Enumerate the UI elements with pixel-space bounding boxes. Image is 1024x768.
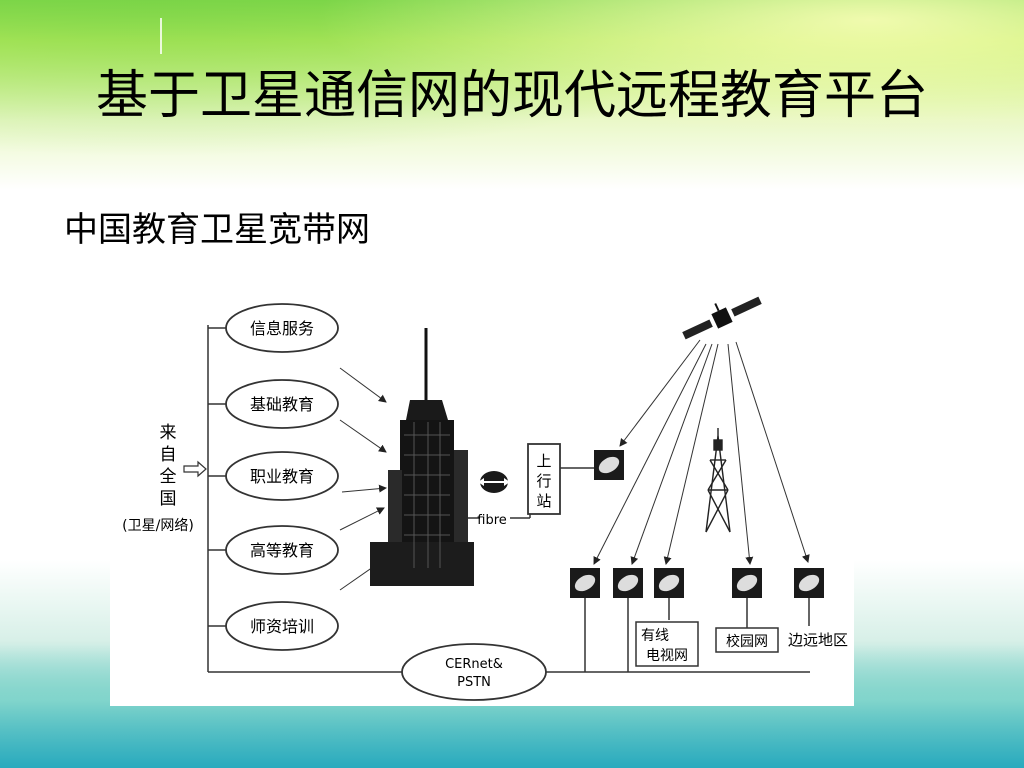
receive-dish-icon	[570, 568, 600, 598]
svg-text:来: 来	[160, 423, 177, 443]
decorative-line	[160, 18, 162, 54]
satellite-icon	[682, 296, 762, 340]
dish-drop-lines	[584, 598, 810, 672]
service-label: 高等教育	[250, 541, 314, 560]
receive-dish-icon	[613, 568, 643, 598]
uplink-station-box	[527, 443, 561, 515]
service-label: 基础教育	[250, 395, 314, 414]
remote-area-label: 边远地区	[788, 631, 848, 649]
svg-text:站: 站	[536, 492, 551, 510]
service-ellipse	[225, 451, 339, 501]
slide-subtitle: 中国教育卫星宽带网	[64, 210, 370, 250]
receive-dish-icon	[794, 568, 824, 598]
campus-network-box	[715, 627, 779, 653]
diagram-svg: 信息服务 基础教育 职业教育 高等教育 师资培训 来 自 全 国 (卫星/网络)	[122, 296, 848, 701]
satellite-beams	[593, 339, 810, 565]
receive-dish-icon	[654, 568, 684, 598]
uplink-dish-icon	[594, 450, 624, 480]
svg-text:国: 国	[160, 489, 177, 509]
receive-dish-icon	[732, 568, 762, 598]
antenna-tower-icon	[705, 428, 731, 533]
link-icon	[478, 471, 510, 493]
cernet-pstn-ellipse	[401, 643, 547, 701]
svg-text:自: 自	[160, 445, 177, 465]
source-label: 来 自 全 国 (卫星/网络)	[122, 423, 194, 534]
svg-text:CERnet&: CERnet&	[445, 657, 503, 672]
service-label: 信息服务	[250, 319, 314, 338]
hollow-arrow-icon	[183, 460, 207, 478]
tower-building-icon	[370, 328, 474, 586]
service-ellipse	[225, 525, 339, 575]
svg-text:上: 上	[536, 452, 551, 470]
service-ellipse	[225, 601, 339, 651]
svg-text:行: 行	[536, 472, 551, 490]
network-diagram: 信息服务 基础教育 职业教育 高等教育 师资培训 来 自 全 国 (卫星/网络)	[110, 280, 854, 706]
svg-text:校园网: 校园网	[726, 633, 768, 650]
service-ellipse	[225, 303, 339, 353]
service-label: 职业教育	[250, 467, 314, 486]
service-ellipse	[225, 379, 339, 429]
cable-tv-box	[635, 621, 699, 667]
svg-text:电视网: 电视网	[646, 648, 688, 664]
service-label: 师资培训	[250, 617, 314, 636]
svg-text:PSTN: PSTN	[457, 675, 491, 690]
source-note: (卫星/网络)	[122, 518, 194, 534]
service-arrows	[339, 367, 387, 591]
slide-title: 基于卫星通信网的现代远程教育平台	[95, 66, 928, 126]
fibre-label: fibre	[477, 513, 507, 528]
svg-text:有线: 有线	[641, 628, 669, 644]
svg-text:全: 全	[160, 467, 177, 487]
service-ellipses: 信息服务 基础教育 职业教育 高等教育 师资培训	[208, 303, 339, 651]
